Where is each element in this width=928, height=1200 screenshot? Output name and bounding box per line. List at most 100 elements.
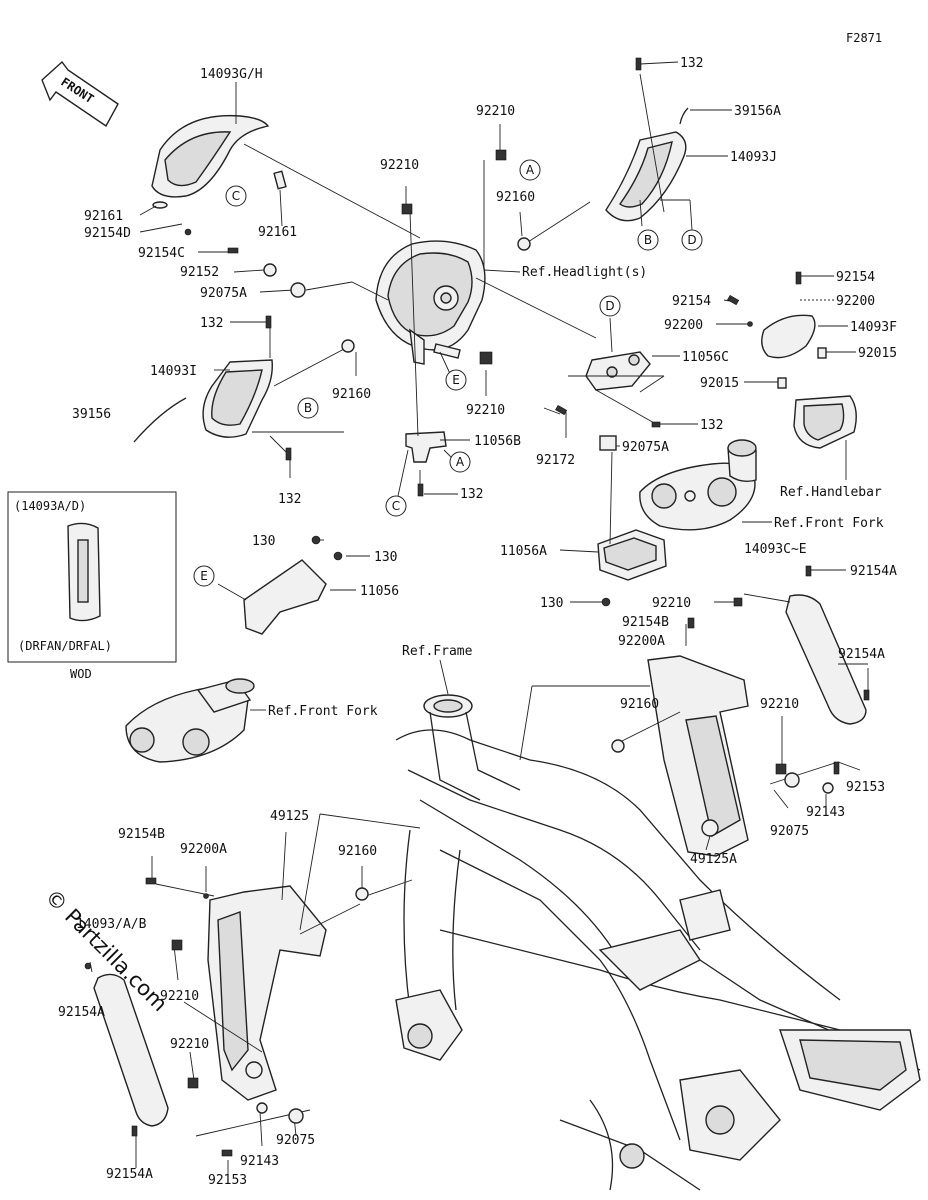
part-label: 14093F [850, 320, 897, 335]
part-label: 92154A [106, 1167, 153, 1182]
part-labels: 14093G/H 92161 92154D 92161 92154C 92152… [58, 56, 897, 1188]
svg-text:A: A [456, 455, 465, 469]
part-label: 92200 [664, 318, 703, 333]
part-label: 92154A [850, 564, 897, 579]
fork-cover-left-shape [93, 973, 169, 1127]
part-label: Ref.Front Fork [268, 704, 378, 719]
side-cover-left-shape [133, 359, 273, 443]
svg-text:D: D [687, 233, 696, 247]
part-label: 92160 [332, 387, 371, 402]
part-label: 92143 [806, 805, 845, 820]
part-label: 49125 [270, 809, 309, 824]
part-label: 92015 [858, 346, 897, 361]
part-label: 14093/A/B [76, 917, 147, 932]
part-label: 11056C [682, 350, 729, 365]
part-label: Ref.Frame [402, 644, 473, 659]
svg-text:E: E [200, 569, 208, 583]
part-label: 11056A [500, 544, 547, 559]
part-label: 92210 [170, 1037, 209, 1052]
part-label: 92154 [672, 294, 711, 309]
part-label: 92075 [770, 824, 809, 839]
part-label: 92075A [622, 440, 669, 455]
part-label: 130 [374, 550, 397, 565]
part-label: 11056B [474, 434, 521, 449]
part-label: 92161 [84, 209, 123, 224]
part-label: 92153 [846, 780, 885, 795]
part-label: 11056 [360, 584, 399, 599]
inset-wod-box: (14093A/D) (DRFAN/DRFAL) WOD [7, 491, 177, 681]
inset-note: (DRFAN/DRFAL) [18, 639, 112, 653]
part-label: Ref.Front Fork [774, 516, 884, 531]
part-label: 92210 [652, 596, 691, 611]
part-label: 132 [460, 487, 483, 502]
part-label: Ref.Handlebar [780, 485, 882, 500]
part-label: 92210 [476, 104, 515, 119]
callout-c-top: C [225, 185, 247, 207]
callout-e-left: E [193, 565, 215, 587]
part-label: 92154A [838, 647, 885, 662]
svg-text:B: B [304, 401, 312, 415]
front-arrow-icon: FRONT [41, 60, 119, 128]
motorcycle-frame-shape [395, 694, 921, 1191]
part-label: 92210 [466, 403, 505, 418]
callout-circles: A B D C B E A C D E [193, 159, 703, 587]
side-panel-left-shape [207, 885, 327, 1101]
svg-text:C: C [232, 189, 240, 203]
part-label: 14093J [730, 150, 777, 165]
headlight-housing-shape [375, 240, 486, 365]
headlight-cowl-shape [151, 114, 287, 209]
part-label: 132 [700, 418, 723, 433]
callout-a-mid: A [449, 451, 471, 473]
part-label: 92154B [118, 827, 165, 842]
part-label: 92143 [240, 1154, 279, 1169]
part-label: 92075A [200, 286, 247, 301]
part-label: 132 [200, 316, 223, 331]
callout-d-top: D [681, 229, 703, 251]
svg-text:D: D [605, 299, 614, 313]
callout-c-mid: C [385, 495, 407, 517]
bracket-11056b-shape [405, 431, 447, 463]
upper-triple-clamp-shape [639, 439, 757, 531]
callout-b-left: B [297, 397, 319, 419]
svg-text:B: B [644, 233, 652, 247]
part-label: 92210 [380, 158, 419, 173]
leader-lines [89, 61, 869, 1180]
handlebar-cover-shape [761, 314, 857, 449]
part-label: 92154 [836, 270, 875, 285]
part-label: 92154D [84, 226, 131, 241]
part-label: 130 [252, 534, 275, 549]
bracket-11056a-shape [597, 529, 667, 581]
svg-text:E: E [452, 373, 460, 387]
part-label: 92161 [258, 225, 297, 240]
part-label: 132 [680, 56, 703, 71]
lower-triple-clamp-shape [125, 559, 327, 763]
part-label: 92153 [208, 1173, 247, 1188]
part-label: 92210 [760, 697, 799, 712]
part-label: 49125A [690, 852, 737, 867]
part-label: 14093C~E [744, 542, 807, 557]
part-label: 132 [278, 492, 301, 507]
part-label: 39156 [72, 407, 111, 422]
part-label: 92210 [160, 989, 199, 1004]
callout-a-top: A [519, 159, 541, 181]
part-label: 14093G/H [200, 67, 263, 82]
part-label: 130 [540, 596, 563, 611]
part-label: 92075 [276, 1133, 315, 1148]
callout-b-top: B [637, 229, 659, 251]
part-label: 92160 [496, 190, 535, 205]
part-label: 92154C [138, 246, 185, 261]
fork-cover-right-shape [785, 594, 867, 725]
inset-title: (14093A/D) [14, 499, 86, 513]
part-label: Ref.Headlight(s) [522, 265, 647, 280]
side-panel-right-shape [647, 655, 749, 857]
part-label: 92152 [180, 265, 219, 280]
part-label: 92160 [620, 697, 659, 712]
part-label: 14093I [150, 364, 197, 379]
part-label: 39156A [734, 104, 781, 119]
callout-d-mid: D [599, 295, 621, 317]
part-label: 92015 [700, 376, 739, 391]
part-label: 92200A [618, 634, 665, 649]
svg-text:C: C [392, 499, 400, 513]
